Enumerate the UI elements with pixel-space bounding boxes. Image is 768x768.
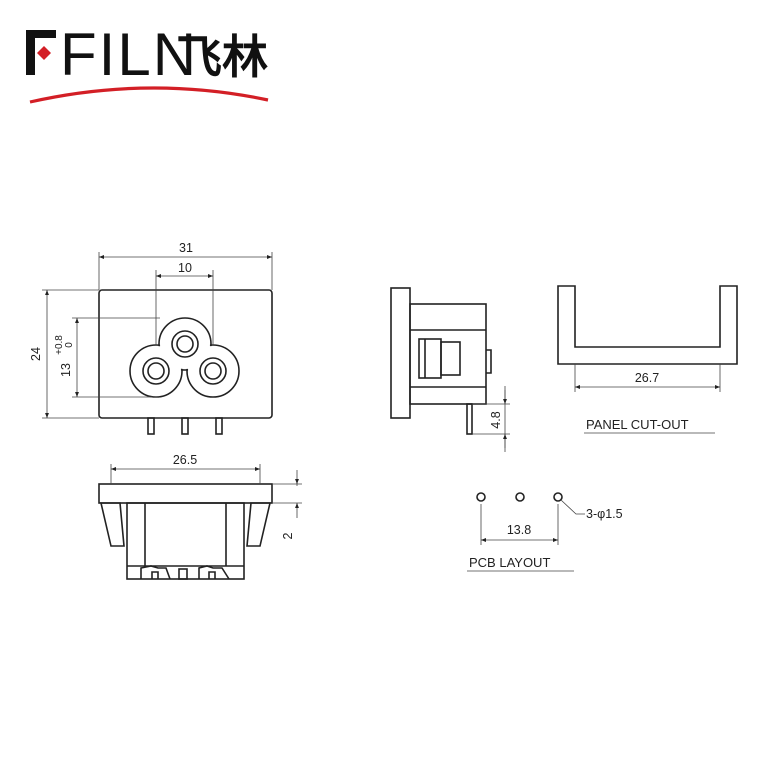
- red-diamond-icon: [37, 46, 51, 60]
- hole-spec: 3-φ1.5: [586, 507, 623, 521]
- brand-name-en: FILN: [60, 21, 198, 88]
- dim-width: 31: [179, 241, 193, 255]
- panel-cutout-view: 26.7 PANEL CUT-OUT: [557, 285, 738, 434]
- dim-pin-pitch: 10: [178, 261, 192, 275]
- dim-height: 24: [29, 347, 43, 361]
- dim-pin-length: 4.8: [489, 411, 503, 428]
- bottom-view: 26.5 2: [98, 453, 302, 580]
- panel-cutout-label: PANEL CUT-OUT: [586, 417, 689, 432]
- front-pins: [147, 417, 223, 435]
- dim-cutout-width: 26.7: [635, 371, 659, 385]
- logo-letter-f-icon: [26, 30, 56, 75]
- brand-logo: FILN 飞林: [26, 21, 269, 104]
- bottom-terminals: [140, 565, 230, 580]
- dim-body-height: 13: [59, 363, 73, 377]
- pcb-layout-label: PCB LAYOUT: [469, 555, 550, 570]
- socket-face: [129, 317, 240, 398]
- brand-swoosh-icon: [29, 86, 269, 104]
- dim-flange: 2: [281, 532, 295, 539]
- brand-name-cn: 飞林: [176, 30, 268, 84]
- side-view: 4.8: [390, 287, 510, 452]
- dim-tolerance-upper: +0.8: [54, 335, 65, 355]
- pcb-hole-icon: [553, 492, 563, 502]
- dim-tolerance-lower: 0: [64, 342, 75, 348]
- dim-bottom-width: 26.5: [173, 453, 197, 467]
- pcb-hole-icon: [515, 492, 525, 502]
- pcb-hole-icon: [476, 492, 486, 502]
- front-view: 31 10 24 13 +0.8 0: [29, 241, 273, 435]
- dim-pcb-pitch: 13.8: [507, 523, 531, 537]
- pcb-layout-view: 3-φ1.5 13.8 PCB LAYOUT: [467, 492, 623, 572]
